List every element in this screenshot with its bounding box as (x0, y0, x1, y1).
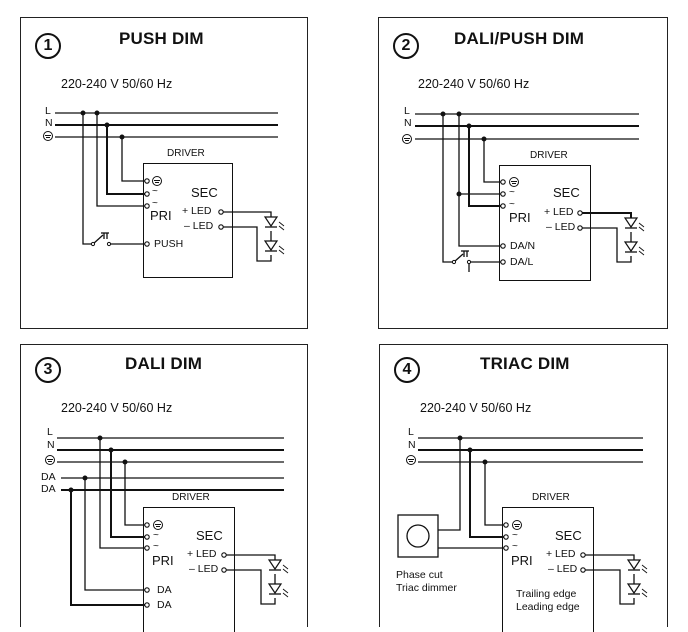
wiring-panel-dali-dim: 3 DALI DIM 220-240 V 50/60 Hz L N DA DA (20, 344, 308, 632)
line-l-label: L (404, 105, 410, 117)
led-minus-label: – LED (184, 220, 214, 232)
wiring-panel-push-dim: 1 PUSH DIM 220-240 V 50/60 Hz L N (20, 17, 308, 329)
driver-label: DRIVER (532, 492, 570, 503)
primary-terminal-marks-2: ~ (512, 541, 518, 552)
earth-symbol (43, 131, 53, 141)
driver-box (143, 163, 233, 278)
pri-label: PRI (511, 553, 533, 568)
driver-box (499, 165, 591, 281)
line-l-label: L (47, 426, 53, 438)
panel-title: DALI/PUSH DIM (454, 29, 585, 48)
line-n-label: N (47, 439, 55, 451)
driver-label: DRIVER (530, 150, 568, 161)
led-minus-label: – LED (189, 563, 219, 575)
line-n-label: N (404, 117, 412, 129)
sec-label: SEC (553, 185, 580, 200)
dimmer-label-line1: Phase cut (396, 569, 443, 581)
wiring-panel-triac-dim: 4 TRIAC DIM 220-240 V 50/60 Hz L N (379, 344, 668, 632)
primary-terminal-marks: ~ (512, 530, 518, 541)
edge-label-trailing: Trailing edge (516, 588, 577, 600)
dimmer-label-line2: Triac dimmer (396, 582, 457, 594)
panel-number: 2 (393, 33, 419, 59)
supply-voltage-label: 220-240 V 50/60 Hz (420, 401, 532, 415)
da-line-label-2: DA (41, 483, 56, 495)
driver-earth-terminal-icon (509, 177, 519, 187)
panel-title: PUSH DIM (119, 29, 204, 48)
line-n-label: N (408, 439, 416, 451)
wiring-diagram-4 (397, 435, 648, 605)
sec-label: SEC (191, 185, 218, 200)
primary-terminal-marks-2: ~ (153, 541, 159, 552)
da-input-label-1: DA (157, 584, 172, 596)
sec-label: SEC (555, 528, 582, 543)
led-plus-label: + LED (546, 548, 576, 560)
primary-terminal-marks-2: ~ (152, 198, 158, 209)
wiring-diagram-1 (55, 110, 285, 262)
driver-earth-terminal-icon (153, 520, 163, 530)
driver-box (502, 507, 594, 632)
panel-number: 1 (35, 33, 61, 59)
driver-label: DRIVER (167, 148, 205, 159)
wiring-diagram-3 (57, 435, 289, 608)
sec-label: SEC (196, 528, 223, 543)
panel-title: DALI DIM (125, 354, 203, 373)
dali-l-input-label: DA/L (510, 256, 534, 268)
wiring-diagram-2 (415, 111, 645, 272)
supply-voltage-label: 220-240 V 50/60 Hz (61, 401, 173, 415)
pri-label: PRI (509, 210, 531, 225)
led-plus-label: + LED (544, 206, 574, 218)
line-l-label: L (45, 105, 51, 117)
da-input-label-2: DA (157, 599, 172, 611)
led-minus-label: – LED (546, 221, 576, 233)
earth-symbol (45, 455, 55, 465)
line-n-label: N (45, 117, 53, 129)
dali-n-input-label: DA/N (510, 240, 536, 252)
primary-terminal-marks: ~ (152, 186, 158, 197)
line-l-label: L (408, 426, 414, 438)
earth-symbol (406, 455, 416, 465)
led-plus-label: + LED (187, 548, 217, 560)
primary-terminal-marks: ~ (153, 530, 159, 541)
primary-terminal-marks: ~ (509, 187, 515, 198)
driver-earth-terminal-icon (152, 176, 162, 186)
driver-box (143, 507, 235, 632)
led-minus-label: – LED (548, 563, 578, 575)
pri-label: PRI (150, 208, 172, 223)
push-input-label: PUSH (154, 238, 184, 250)
panel-number: 3 (35, 357, 61, 383)
driver-earth-terminal-icon (512, 520, 522, 530)
led-plus-label: + LED (182, 205, 212, 217)
earth-symbol (402, 134, 412, 144)
supply-voltage-label: 220-240 V 50/60 Hz (61, 77, 173, 91)
da-line-label-1: DA (41, 471, 56, 483)
wiring-panel-dali-push-dim: 2 DALI/PUSH DIM 220-240 V 50/60 Hz L N (378, 17, 668, 329)
primary-terminal-marks-2: ~ (509, 199, 515, 210)
edge-label-leading: Leading edge (516, 601, 580, 613)
panel-title: TRIAC DIM (480, 354, 570, 373)
supply-voltage-label: 220-240 V 50/60 Hz (418, 77, 530, 91)
driver-label: DRIVER (172, 492, 210, 503)
pri-label: PRI (152, 553, 174, 568)
panel-number: 4 (394, 357, 420, 383)
